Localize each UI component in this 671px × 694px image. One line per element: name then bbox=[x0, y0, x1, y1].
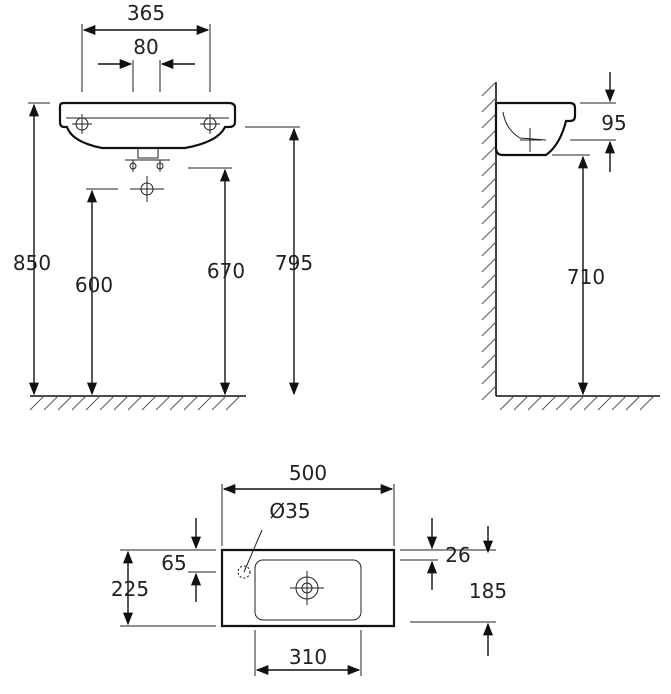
dim-bowl-depth: 185 bbox=[469, 579, 507, 603]
dim-plan-length: 500 bbox=[289, 461, 327, 485]
dim-hole-diameter: Ø35 bbox=[269, 499, 310, 523]
side-basin-profile bbox=[494, 101, 577, 157]
dim-waste-height: 600 bbox=[75, 273, 113, 297]
dim-bottom-height: 710 bbox=[567, 265, 605, 289]
plan-bowl bbox=[254, 559, 362, 621]
dim-width-overall: 365 bbox=[127, 1, 165, 25]
dim-trap-height: 670 bbox=[207, 259, 245, 283]
front-floor-hatch bbox=[29, 395, 241, 411]
plan-tap-hole bbox=[237, 565, 251, 579]
front-view: 365 80 850 600 670 795 bbox=[13, 1, 313, 411]
side-view: 95 710 bbox=[481, 72, 660, 411]
front-basin-outline bbox=[58, 101, 237, 202]
dim-hole-offset: 65 bbox=[161, 551, 186, 575]
dim-tap-spacing: 80 bbox=[133, 35, 158, 59]
dim-edge-gap: 26 bbox=[445, 543, 470, 567]
side-floor-hatch bbox=[499, 395, 655, 411]
front-extension-lines bbox=[28, 24, 300, 190]
dim-side-depth: 95 bbox=[601, 111, 626, 135]
plan-view: 500 Ø35 65 225 26 185 310 bbox=[111, 461, 507, 676]
plan-basin-outline bbox=[220, 548, 396, 628]
dim-plan-width: 225 bbox=[111, 577, 149, 601]
wall-hatch bbox=[481, 81, 497, 401]
dim-bowl-length: 310 bbox=[289, 645, 327, 669]
dim-rim-height: 850 bbox=[13, 251, 51, 275]
dim-bowl-height: 795 bbox=[275, 251, 313, 275]
